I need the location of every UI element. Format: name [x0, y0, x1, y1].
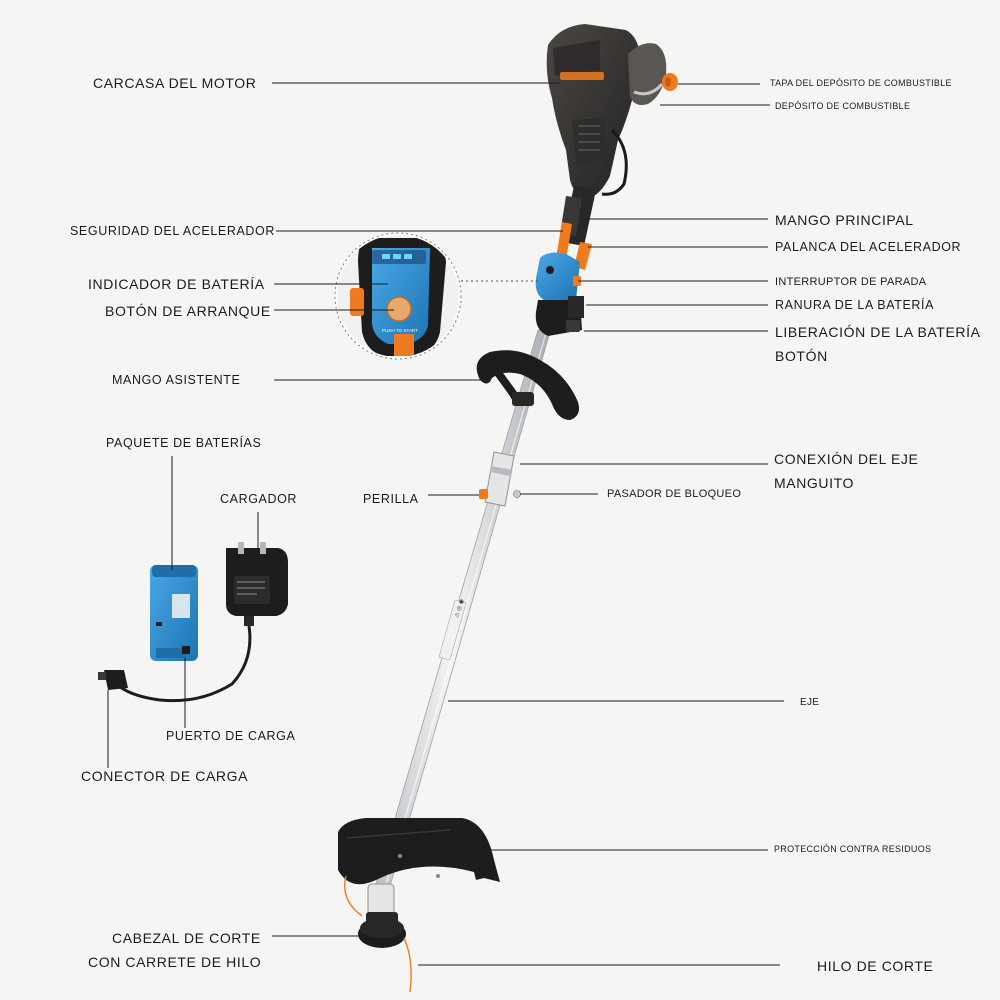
cutting-line: [344, 875, 412, 993]
label-cutting-head-1: CABEZAL DE CORTE: [112, 930, 261, 946]
charging-port: [182, 646, 190, 654]
label-battery-release-1: LIBERACIÓN DE LA BATERÍA: [775, 324, 981, 340]
start-button[interactable]: [386, 296, 412, 322]
label-fuel-tank: DEPÓSITO DE COMBUSTIBLE: [775, 101, 911, 111]
shaft-connection-sleeve: [484, 451, 515, 507]
label-debris-guard: PROTECCIÓN CONTRA RESIDUOS: [774, 844, 932, 854]
label-start-button: BOTÓN DE ARRANQUE: [105, 303, 271, 319]
charger: [226, 542, 288, 626]
label-main-handle: MANGO PRINCIPAL: [775, 212, 914, 228]
fuel-cap[interactable]: [662, 73, 678, 91]
label-battery-release-2: BOTÓN: [775, 348, 828, 364]
leader-lines: [107, 82, 784, 966]
label-cutting-head-2: CON CARRETE DE HILO: [88, 954, 262, 970]
label-fuel-cap: TAPA DEL DEPÓSITO DE COMBUSTIBLE: [770, 78, 952, 88]
label-stop-switch: INTERRUPTOR DE PARADA: [775, 276, 927, 288]
battery-slot: [568, 296, 584, 318]
label-battery-slot: RANURA DE LA BATERÍA: [775, 298, 935, 312]
knob[interactable]: [479, 489, 488, 499]
fuel-tank: [628, 43, 667, 105]
battery-pack: [150, 565, 198, 661]
label-shaft-connection-1: CONEXIÓN DEL EJE: [774, 451, 919, 467]
label-battery-pack: PAQUETE DE BATERÍAS: [106, 436, 262, 450]
assist-handle[interactable]: [476, 350, 579, 420]
push-to-start-text: PUSH TO START: [382, 328, 418, 333]
throttle-safety[interactable]: [556, 222, 572, 260]
label-charging-connector: CONECTOR DE CARGA: [81, 768, 249, 784]
label-shaft: EJE: [800, 697, 820, 708]
label-throttle-safety: SEGURIDAD DEL ACELERADOR: [70, 224, 275, 238]
label-throttle-lever: PALANCA DEL ACELERADOR: [775, 240, 962, 254]
battery-indicator: [382, 254, 412, 259]
label-charging-port: PUERTO DE CARGA: [166, 729, 296, 743]
label-battery-indicator: INDICADOR DE BATERÍA: [88, 276, 265, 292]
motor-housing: [546, 24, 640, 198]
label-knob: PERILLA: [363, 492, 419, 506]
debris-guard: [338, 818, 500, 885]
zoom-detail: PUSH TO START: [334, 232, 462, 360]
label-assist-handle: MANGO ASISTENTE: [112, 373, 241, 387]
shaft-label-sticker: ⚠ ◎ ◉: [438, 598, 467, 661]
locking-pin: [513, 490, 521, 498]
charger-cable: [112, 625, 252, 703]
stop-switch[interactable]: [573, 276, 581, 286]
label-shaft-connection-2: MANGUITO: [774, 475, 854, 491]
charging-connector: [98, 670, 128, 690]
label-motor-housing: CARCASA DEL MOTOR: [93, 75, 257, 91]
label-charger: CARGADOR: [220, 492, 298, 506]
cutting-head: [358, 883, 406, 948]
label-locking-pin: PASADOR DE BLOQUEO: [607, 488, 742, 500]
battery-release-button[interactable]: [566, 320, 580, 332]
label-cutting-line: HILO DE CORTE: [817, 958, 934, 974]
